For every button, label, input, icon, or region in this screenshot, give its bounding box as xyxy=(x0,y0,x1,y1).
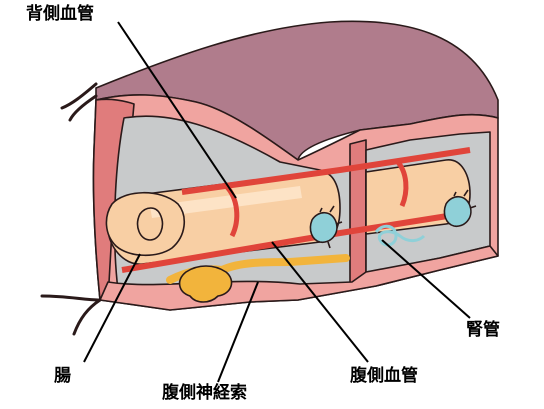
label-intestine: 腸 xyxy=(54,366,71,386)
leader-nephridium xyxy=(381,239,471,319)
nephridium-tubule xyxy=(374,224,426,247)
leader-ventral-vessel xyxy=(271,241,369,363)
seta-lower xyxy=(40,294,102,336)
nephridium-right xyxy=(443,189,477,228)
leader-dorsal-vessel xyxy=(117,21,237,199)
label-ventral-vessel: 腹側血管 xyxy=(350,366,418,386)
intestine-cut-end xyxy=(105,192,185,257)
label-nephridium: 腎管 xyxy=(466,320,500,340)
nerve-ganglion xyxy=(178,265,233,303)
leader-nerve xyxy=(217,281,259,383)
nephridium-left xyxy=(309,205,343,249)
label-ventral-nerve-cord: 腹側神経索 xyxy=(162,383,247,403)
vessel-loop-2 xyxy=(394,158,409,207)
septum xyxy=(349,139,367,289)
vessel-loop-1 xyxy=(224,184,240,238)
seta-upper xyxy=(60,82,98,122)
intestine-highlight xyxy=(150,186,302,218)
label-dorsal-vessel: 背側血管 xyxy=(26,4,94,24)
dorsal-vessel xyxy=(181,147,471,195)
leader-intestine xyxy=(83,253,141,363)
